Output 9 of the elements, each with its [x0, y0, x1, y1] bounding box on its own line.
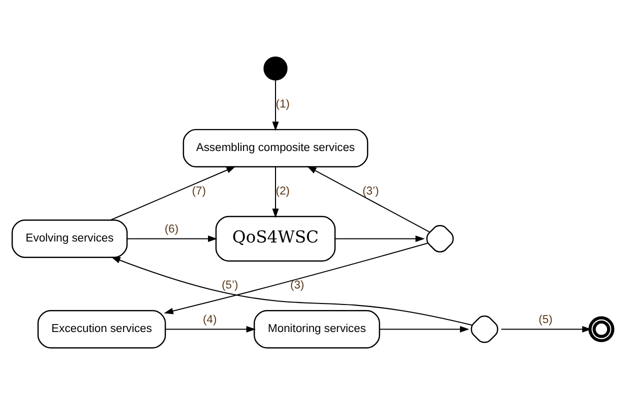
edge-label: (3)	[290, 280, 304, 292]
edge-label: (5’)	[222, 280, 238, 292]
edge-label: (5)	[538, 314, 552, 326]
edge-label: (7)	[192, 186, 206, 198]
edge-label: (2)	[276, 186, 290, 198]
edge-label: (6)	[164, 223, 178, 236]
edge-label: (3’)	[362, 186, 379, 198]
edge-label: (4)	[202, 314, 217, 326]
edge-label: (1)	[276, 98, 290, 111]
